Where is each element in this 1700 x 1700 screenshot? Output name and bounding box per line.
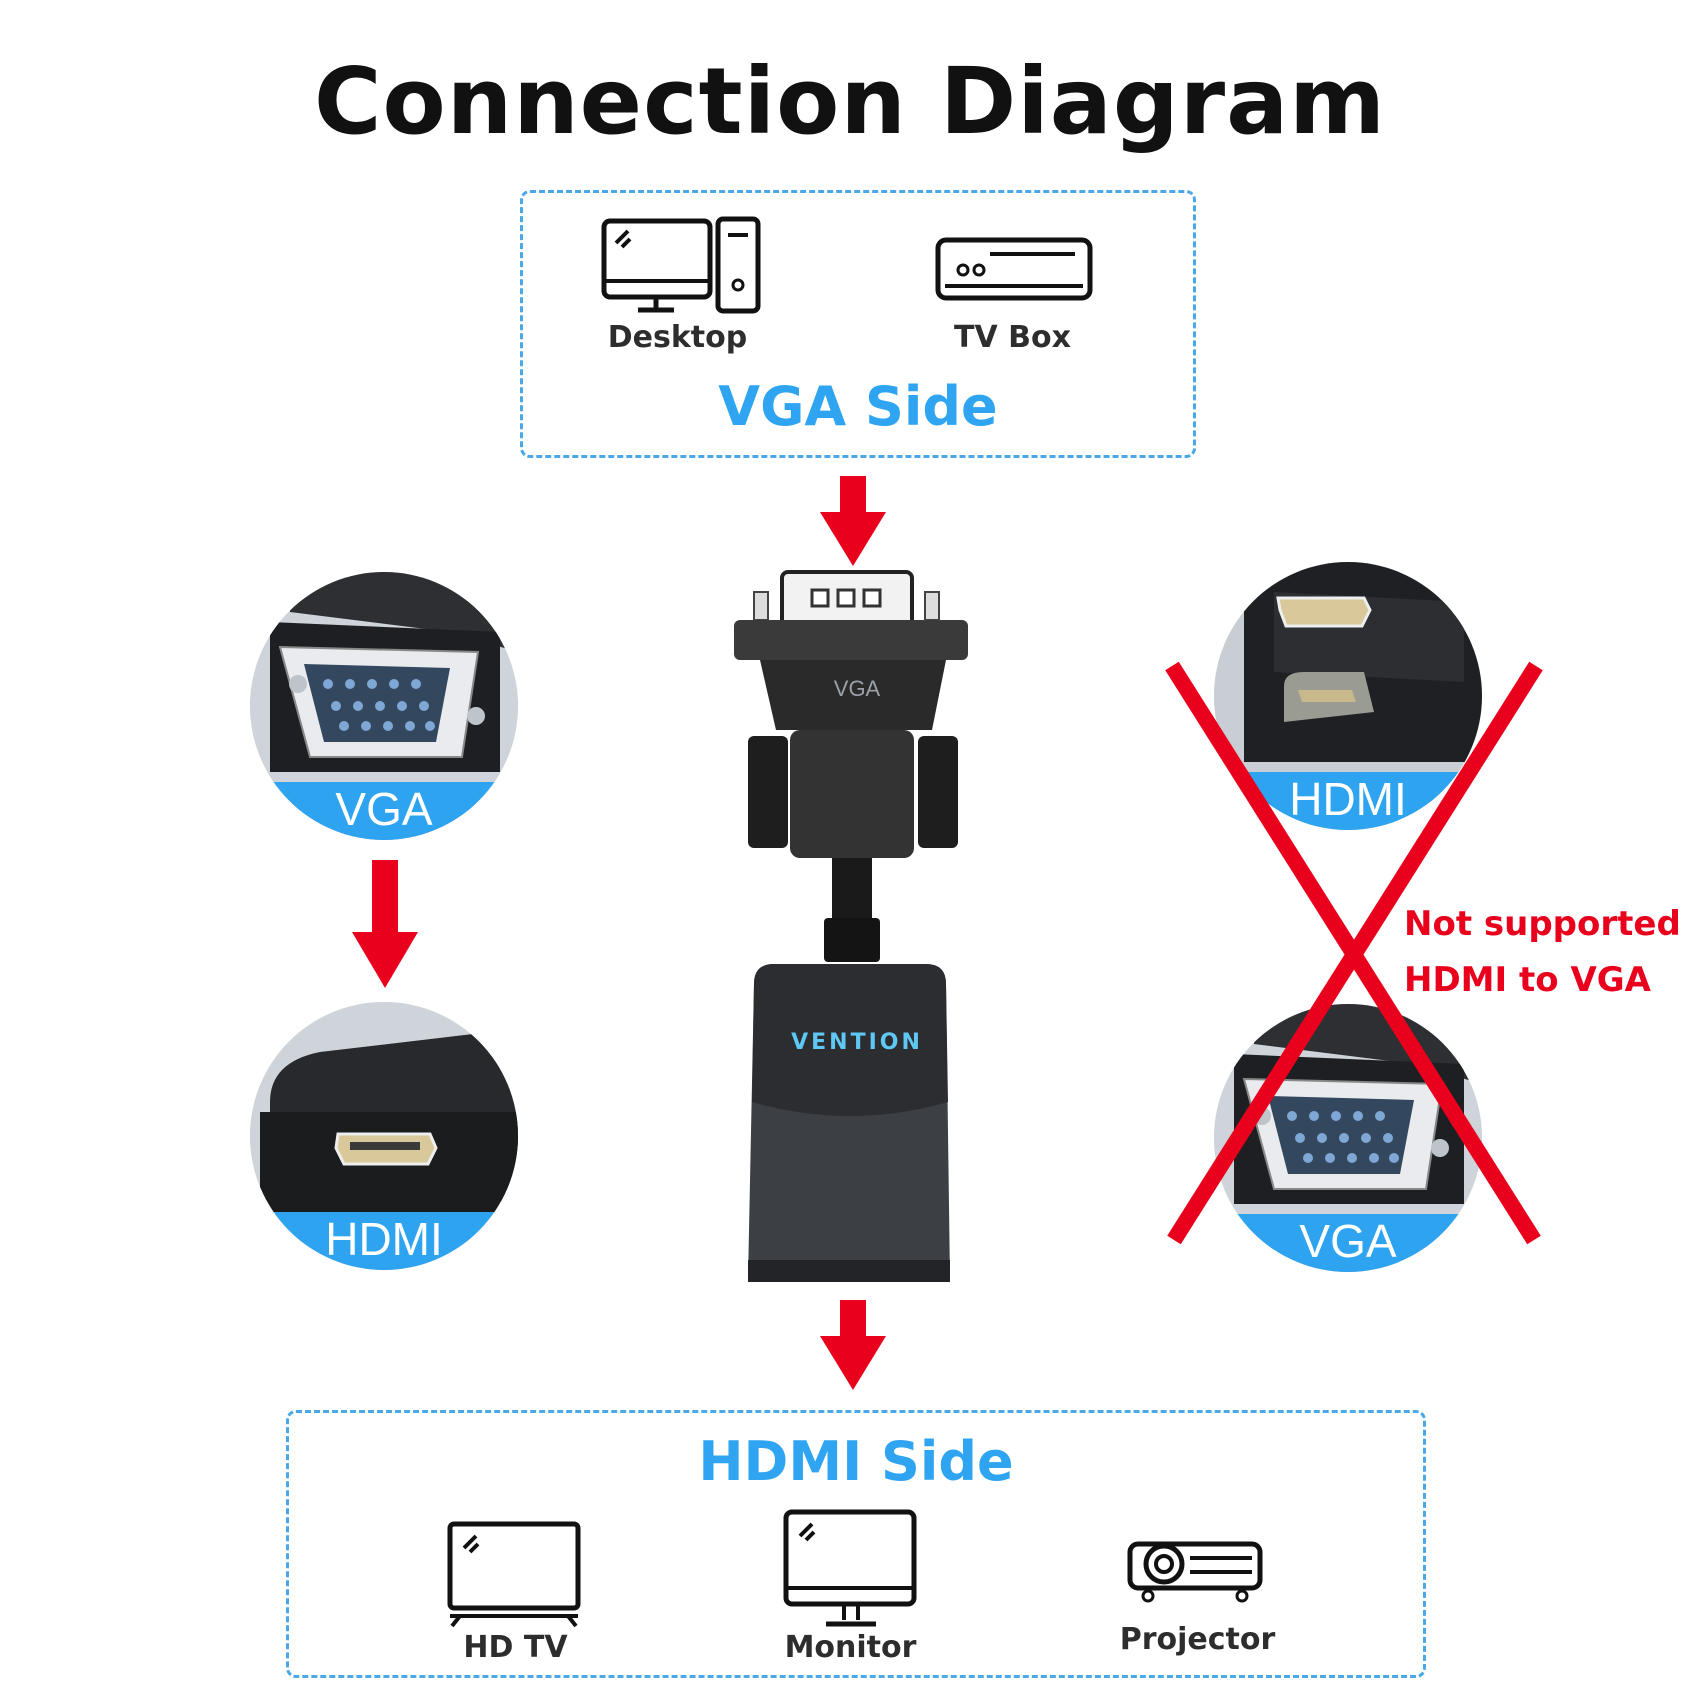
not-supported-note-line2: HDMI to VGA: [1404, 960, 1651, 1000]
arrow-down-icon: [818, 1300, 888, 1392]
not-supported-cross-icon: [1160, 660, 1550, 1250]
hdmi-port-circle: HDMI: [250, 1002, 518, 1270]
page-title: Connection Diagram: [313, 48, 1387, 155]
vga-port-circle-unsupported: VGA: [1214, 1004, 1482, 1272]
desktop-label: Desktop: [607, 320, 748, 355]
vga-side-box: [520, 190, 1196, 458]
hdmi-side-label: HDMI Side: [698, 1430, 1014, 1493]
hd-tv-label: HD TV: [463, 1630, 568, 1665]
projector-label: Projector: [1119, 1622, 1276, 1657]
not-supported-note-line1: Not supported: [1404, 904, 1681, 944]
hdmi-port-label: HDMI: [325, 1213, 443, 1265]
tv-box-icon: [935, 236, 1095, 306]
vga-port-label-unsupported: VGA: [1299, 1215, 1397, 1267]
adapter-vga-text: VGA: [833, 676, 881, 701]
hdmi-port-circle-unsupported: HDMI: [1214, 562, 1482, 830]
arrow-down-icon: [818, 476, 888, 568]
tv-box-label: TV Box: [954, 320, 1071, 355]
monitor-icon: [782, 1508, 920, 1630]
vga-to-hdmi-adapter: [720, 560, 990, 1300]
adapter-brand-logo: VENTION: [791, 1030, 923, 1055]
vga-port-label: VGA: [335, 783, 433, 835]
projector-icon: [1126, 1532, 1266, 1604]
monitor-label: Monitor: [784, 1630, 917, 1665]
desktop-computer-icon: [600, 215, 765, 315]
arrow-down-icon: [350, 860, 420, 990]
hdmi-port-label-unsupported: HDMI: [1289, 773, 1407, 825]
vga-side-label: VGA Side: [718, 375, 998, 438]
vga-port-circle: VGA: [250, 572, 518, 840]
hdmi-side-box: [286, 1410, 1426, 1678]
hd-tv-icon: [446, 1520, 584, 1628]
